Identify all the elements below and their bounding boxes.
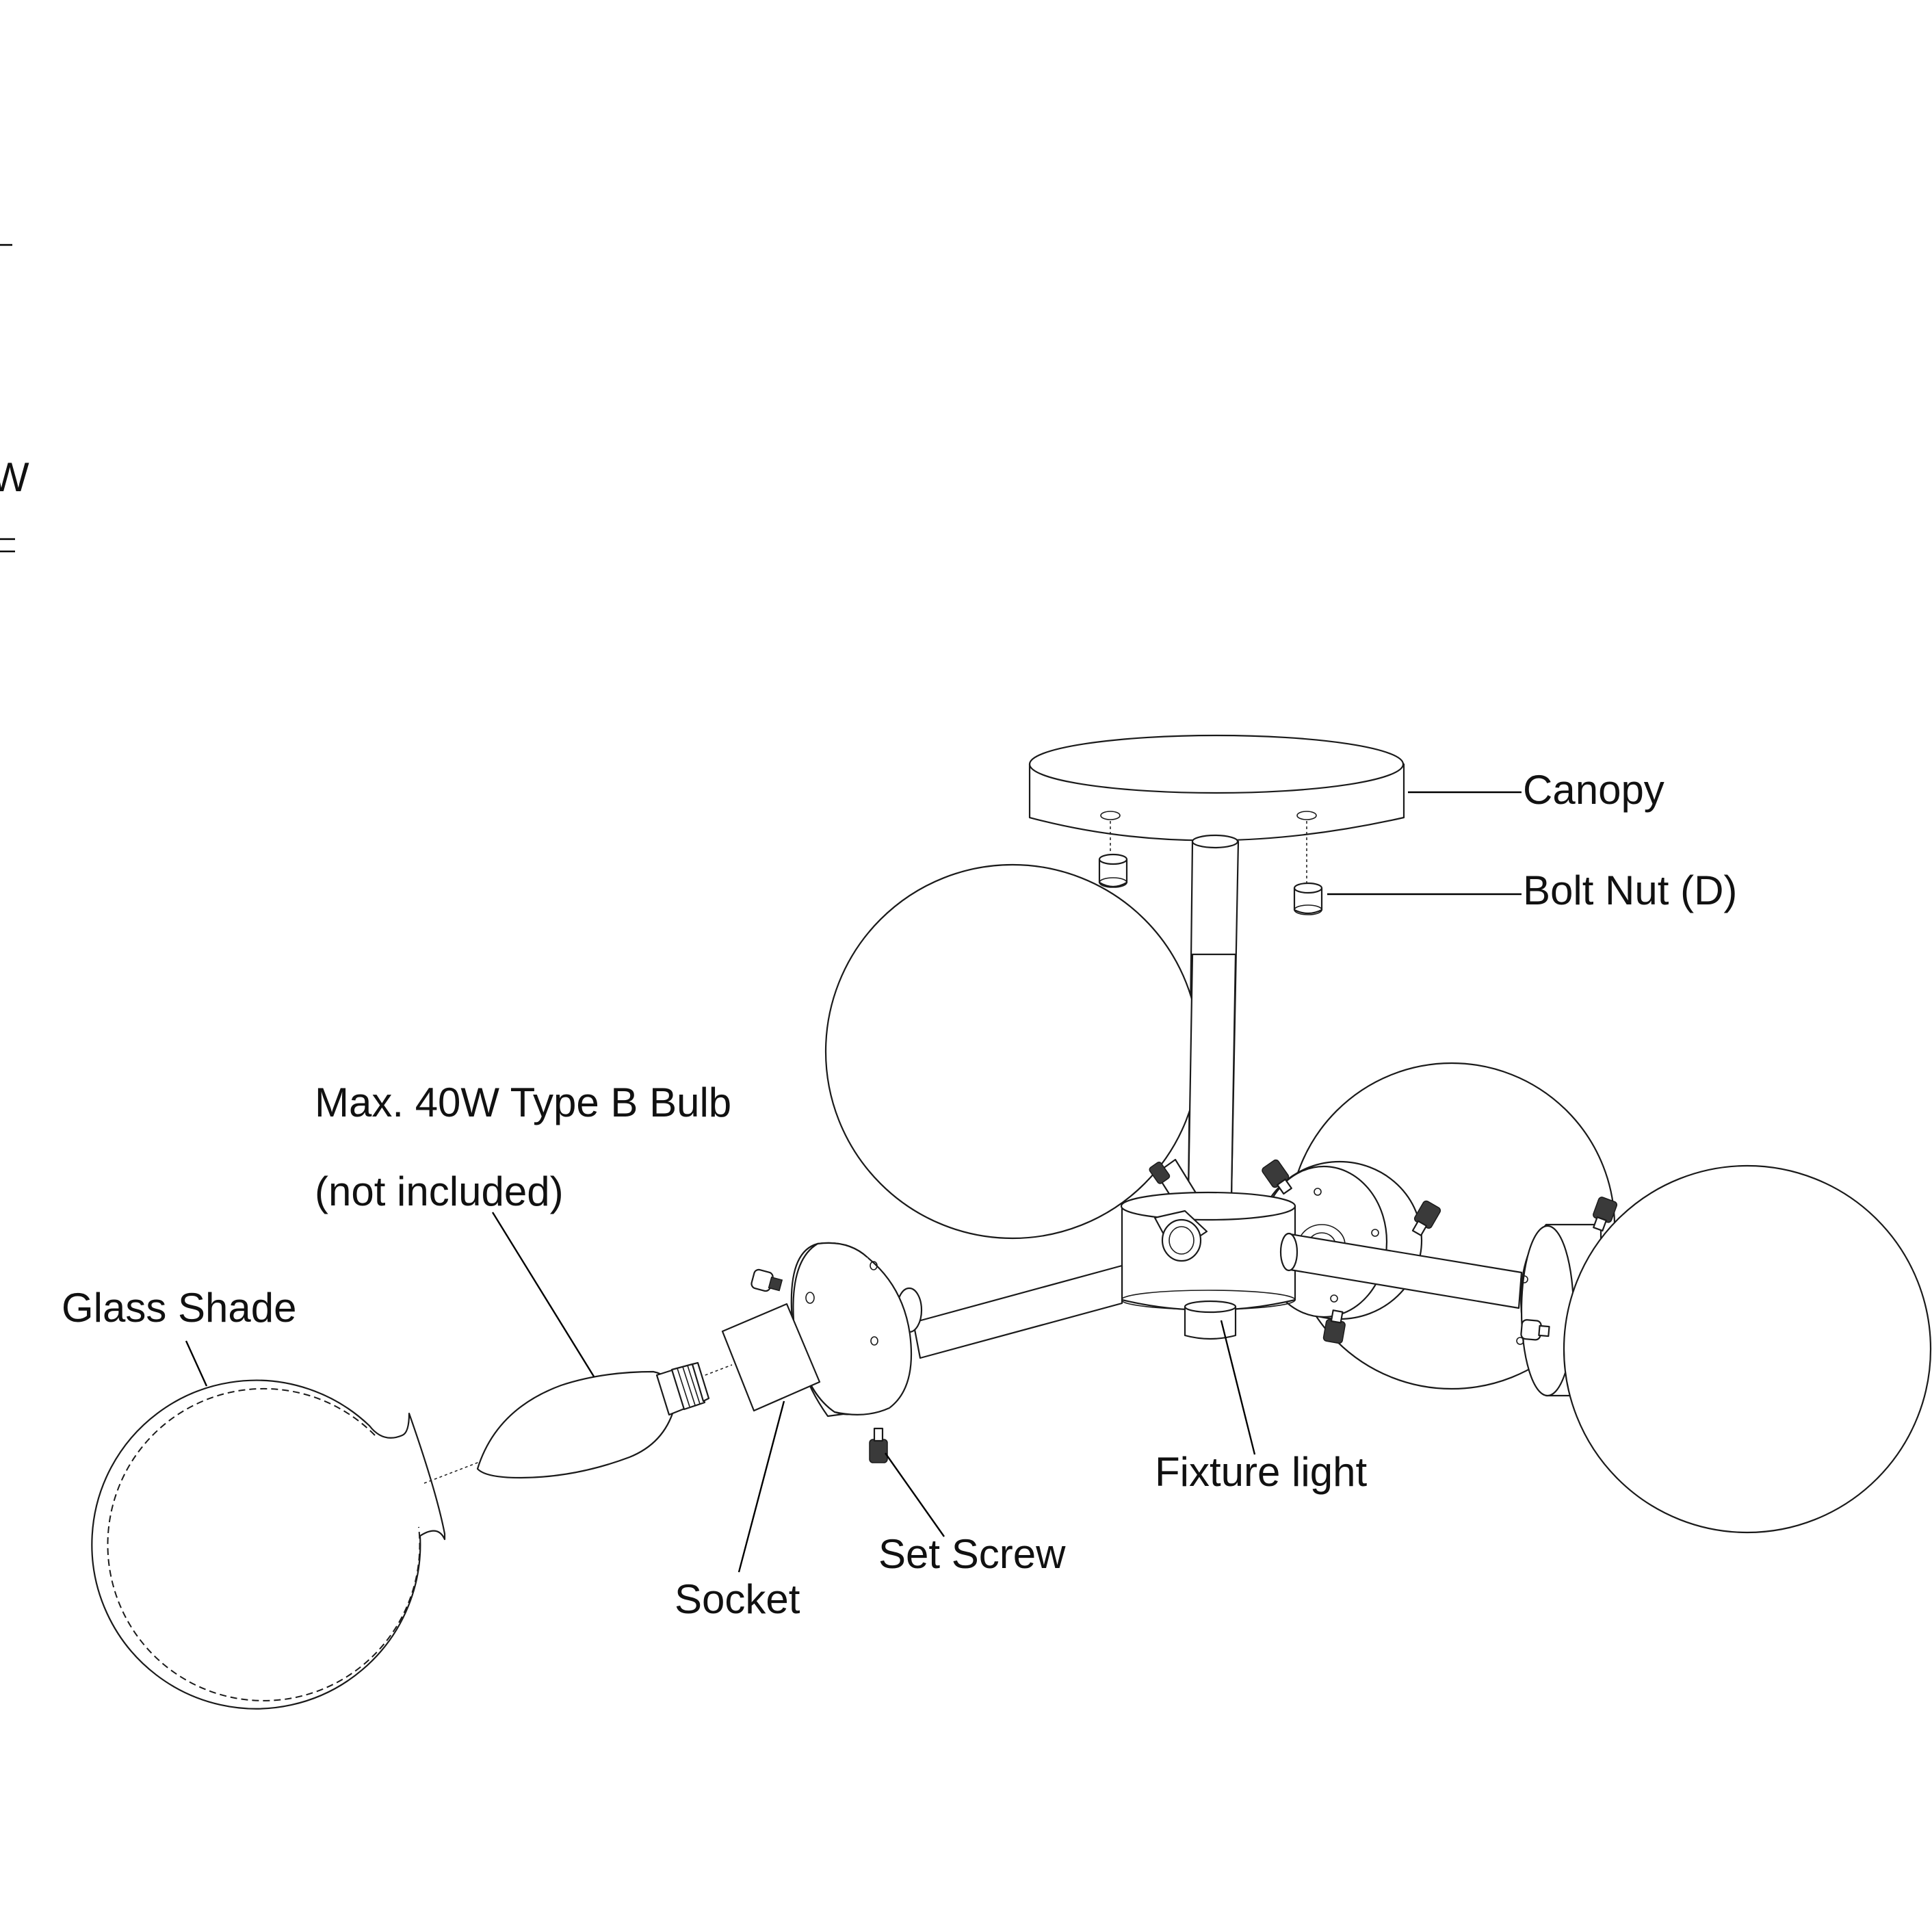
bolt-nut-label: Bolt Nut (D): [1523, 867, 1737, 913]
arm-right: [1279, 1232, 1523, 1309]
set-screw-icon: [750, 1268, 783, 1292]
set-screw-icon: [1322, 1309, 1346, 1344]
bolt-nut-left: [1098, 853, 1128, 888]
socket: [721, 1303, 821, 1412]
edge-fragments: W: [0, 244, 29, 553]
bulb-label-line2: (not included): [315, 1169, 564, 1214]
socket-label: Socket: [675, 1576, 800, 1622]
canopy-label: Canopy: [1523, 767, 1665, 813]
edge-fragment-text: W: [0, 454, 29, 500]
bulb: [476, 1361, 710, 1479]
arm-left: [896, 1264, 1123, 1359]
bolt-nuts: [1098, 821, 1323, 915]
cup-left: [790, 1242, 913, 1418]
globe-front-right: [1563, 1164, 1932, 1534]
set-screw-icon: [1520, 1319, 1550, 1341]
bolt-nut-right: [1293, 882, 1323, 915]
fixture-light-label: Fixture light: [1155, 1449, 1367, 1495]
set-screw-icon: [869, 1427, 888, 1463]
globe-back-left: [824, 863, 1201, 1240]
leader-lines: [185, 791, 1522, 1573]
set-screw-label: Set Screw: [878, 1531, 1066, 1577]
labels: Canopy Bolt Nut (D) Max. 40W Type B Bulb…: [62, 767, 1737, 1622]
fixture-hub: [1120, 1191, 1296, 1340]
canopy: [1028, 734, 1405, 841]
set-screw-icon: [1593, 1197, 1618, 1232]
bulb-label-line1: Max. 40W Type B Bulb: [315, 1080, 731, 1125]
set-screw-icon: [1411, 1200, 1441, 1236]
set-screw-icon: [1262, 1159, 1292, 1195]
glass-shade: [91, 1379, 446, 1710]
glass-shade-label: Glass Shade: [62, 1285, 297, 1331]
